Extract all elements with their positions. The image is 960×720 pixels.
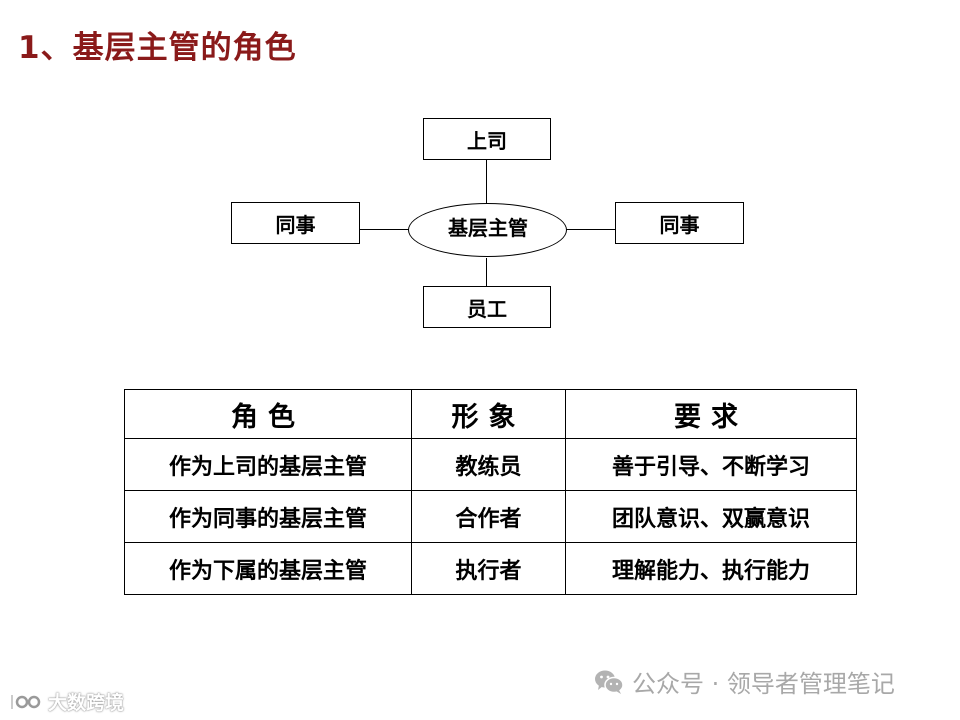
table-cell: 作为下属的基层主管 <box>124 542 412 595</box>
box-superior: 上司 <box>423 118 551 160</box>
table-cell: 团队意识、双赢意识 <box>565 490 857 543</box>
table-cell: 作为同事的基层主管 <box>124 490 412 543</box>
box-peer-right: 同事 <box>615 202 744 244</box>
connector-left <box>359 229 409 230</box>
wechat-account-label: 公众号 · 领导者管理笔记 <box>594 664 895 699</box>
header-image: 形象 <box>411 389 566 439</box>
connector-bottom <box>486 258 487 286</box>
table-row: 作为上司的基层主管 教练员 善于引导、不断学习 <box>124 438 857 491</box>
table-cell: 合作者 <box>411 490 566 543</box>
role-diagram: 上司 同事 同事 员工 基层主管 <box>231 118 744 328</box>
table-cell: 执行者 <box>411 542 566 595</box>
table-cell: 作为上司的基层主管 <box>124 438 412 491</box>
roles-table: 角色 形象 要求 作为上司的基层主管 教练员 善于引导、不断学习 作为同事的基层… <box>124 389 857 595</box>
table-cell: 善于引导、不断学习 <box>565 438 857 491</box>
center-ellipse <box>408 203 567 257</box>
table-row: 作为下属的基层主管 执行者 理解能力、执行能力 <box>124 542 857 595</box>
header-requirement: 要求 <box>565 389 857 439</box>
table-cell: 理解能力、执行能力 <box>565 542 857 595</box>
connector-right <box>566 229 616 230</box>
box-peer-left: 同事 <box>231 202 360 244</box>
box-staff: 员工 <box>423 286 551 328</box>
table-cell: 教练员 <box>411 438 566 491</box>
table-header-row: 角色 形象 要求 <box>124 389 857 439</box>
header-role: 角色 <box>124 389 412 439</box>
wechat-icon <box>594 669 624 695</box>
slide-title: 1、基层主管的角色 <box>18 30 297 66</box>
watermark: 大数跨境 <box>8 688 124 715</box>
watermark-logo-icon <box>8 692 42 712</box>
wechat-account-text: 公众号 · 领导者管理笔记 <box>632 670 895 698</box>
table-row: 作为同事的基层主管 合作者 团队意识、双赢意识 <box>124 490 857 543</box>
connector-top <box>486 160 487 204</box>
watermark-text: 大数跨境 <box>48 692 125 714</box>
center-ellipse-label: 基层主管 <box>448 216 528 240</box>
